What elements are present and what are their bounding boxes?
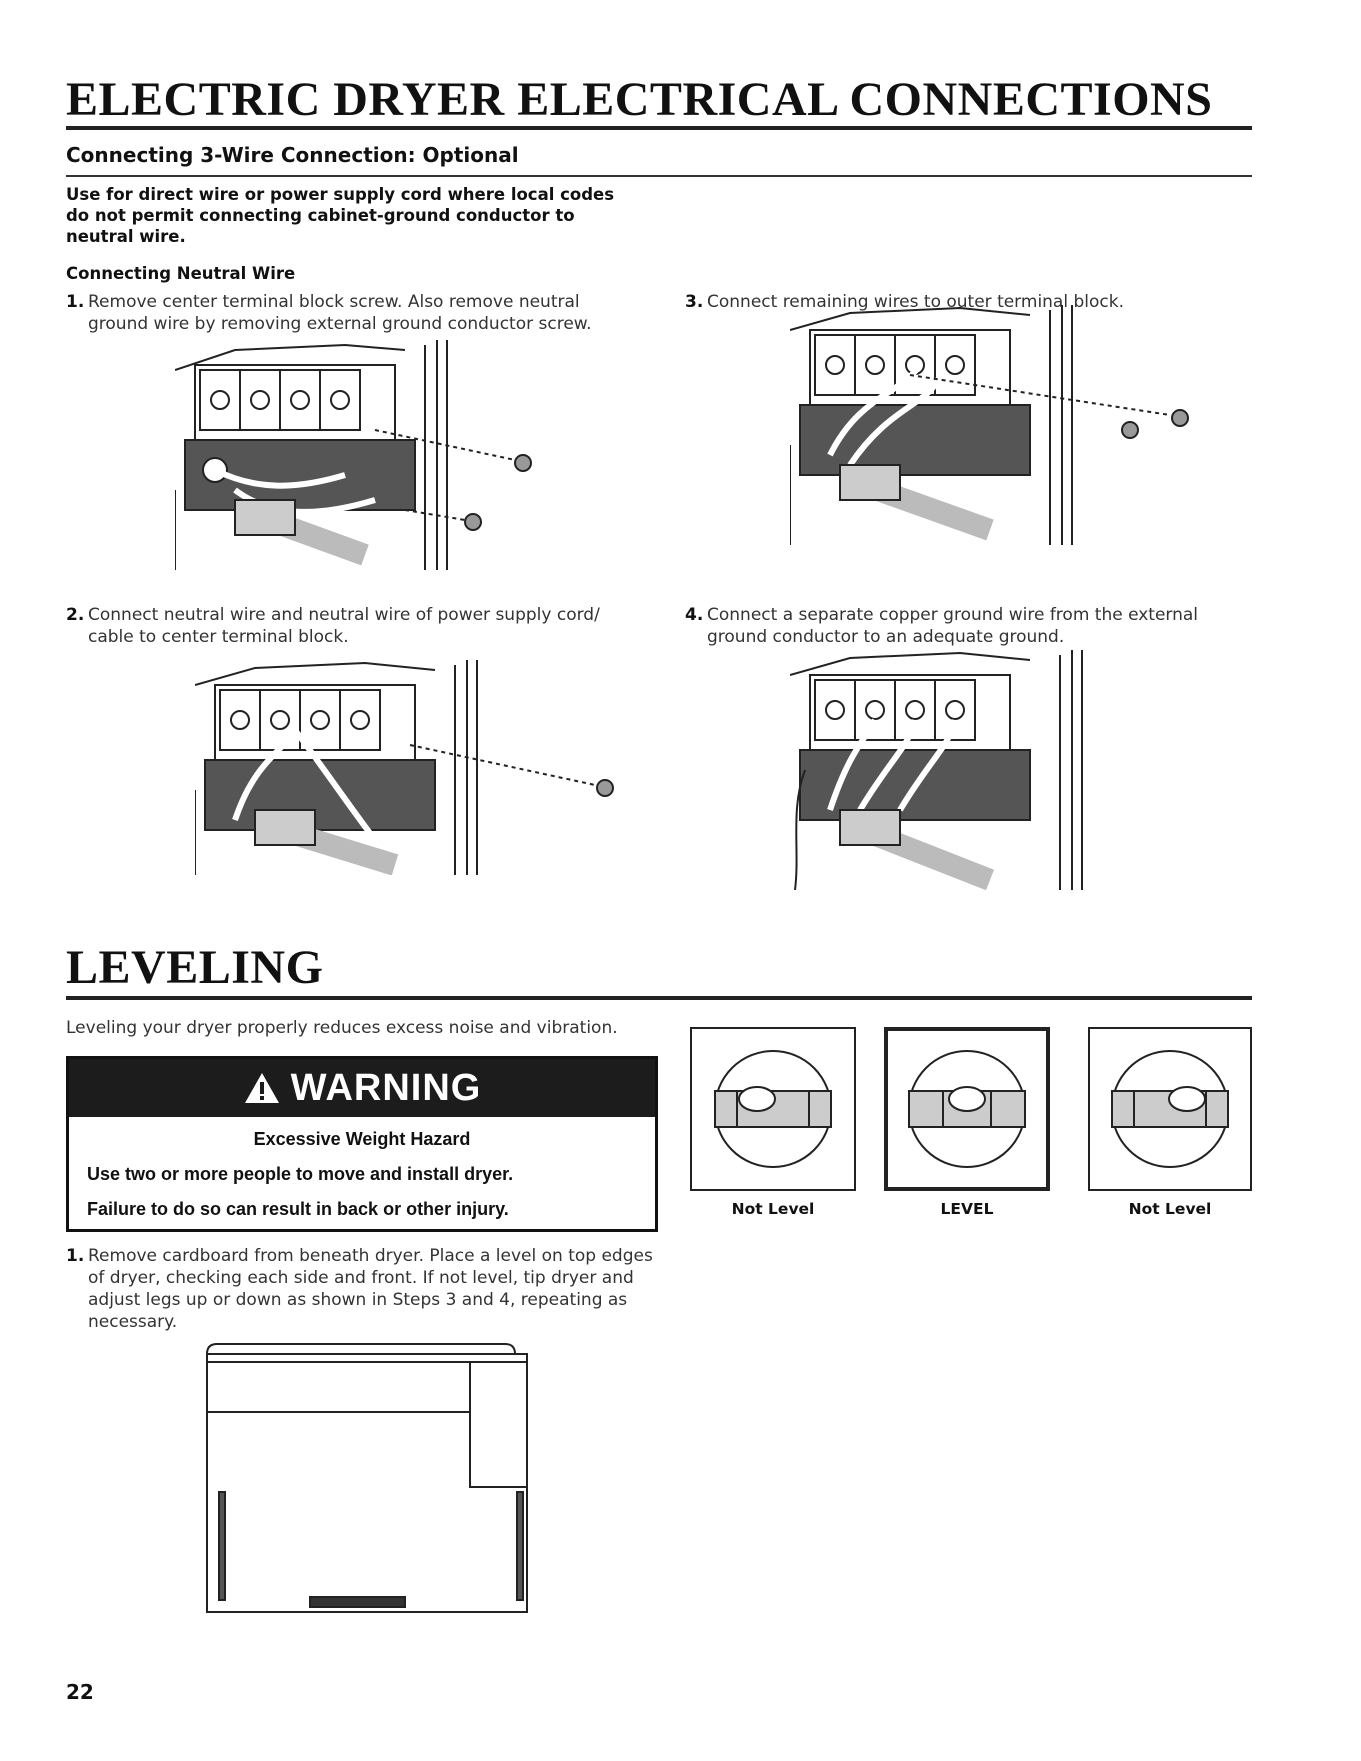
step-number: 1. xyxy=(66,292,85,312)
warning-hazard: Excessive Weight Hazard xyxy=(253,1129,471,1149)
step-number: 1. xyxy=(66,1246,85,1266)
section-title-leveling: LEVELING xyxy=(66,941,324,994)
bubble-level-icon xyxy=(714,1050,832,1168)
level-indicator-not-level-left xyxy=(690,1027,856,1191)
step-4-electrical: 4. Connect a separate copper ground wire… xyxy=(685,604,1250,648)
step-2-electrical: 2. Connect neutral wire and neutral wire… xyxy=(66,604,646,648)
warning-box: WARNING Excessive Weight Hazard Use two … xyxy=(66,1056,658,1232)
leveling-intro: Leveling your dryer properly reduces exc… xyxy=(66,1018,618,1038)
title-rule xyxy=(66,126,1252,130)
warning-triangle-icon xyxy=(244,1073,279,1103)
step-number: 4. xyxy=(685,605,704,625)
bubble-level-icon xyxy=(908,1050,1026,1168)
leveling-rule xyxy=(66,996,1252,1000)
step-text: Remove center terminal block screw. Also… xyxy=(88,292,592,334)
dryer-top-view-illustration xyxy=(206,1343,528,1613)
level-indicator-level xyxy=(884,1027,1050,1191)
level-label-right: Not Level xyxy=(1128,1200,1212,1218)
step-text: Connect remaining wires to outer termina… xyxy=(707,292,1124,312)
step-3-electrical: 3. Connect remaining wires to outer term… xyxy=(685,291,1245,313)
terminal-block-illustration-4 xyxy=(790,650,1083,890)
warning-line-1: Use two or more people to move and insta… xyxy=(87,1164,514,1184)
warning-heading: WARNING xyxy=(290,1066,482,1109)
warning-header: WARNING xyxy=(69,1059,655,1117)
page-number: 22 xyxy=(66,1680,94,1704)
bubble-level-icon xyxy=(1111,1050,1229,1168)
subheading-3-wire: Connecting 3-Wire Connection: Optional xyxy=(66,143,519,167)
level-indicator-not-level-right xyxy=(1088,1027,1252,1191)
step-number: 3. xyxy=(685,292,704,312)
warning-line-2: Failure to do so can result in back or o… xyxy=(87,1199,509,1219)
subheading-rule xyxy=(66,175,1252,177)
level-label-center: LEVEL xyxy=(940,1200,994,1218)
terminal-block-illustration-1 xyxy=(175,340,532,570)
intro-text: Use for direct wire or power supply cord… xyxy=(66,185,615,246)
step-number: 2. xyxy=(66,605,85,625)
terminal-block-illustration-2 xyxy=(195,660,614,875)
step-text: Connect a separate copper ground wire fr… xyxy=(707,605,1199,647)
step-text: Connect neutral wire and neutral wire of… xyxy=(88,605,600,647)
step-1-electrical: 1. Remove center terminal block screw. A… xyxy=(66,291,636,335)
step-1-leveling: 1. Remove cardboard from beneath dryer. … xyxy=(66,1245,656,1333)
minor-heading-neutral: Connecting Neutral Wire xyxy=(66,264,296,283)
level-label-left: Not Level xyxy=(731,1200,815,1218)
section-title-electrical: ELECTRIC DRYER ELECTRICAL CONNECTIONS xyxy=(66,73,1213,126)
terminal-block-illustration-3 xyxy=(790,305,1189,545)
step-text: Remove cardboard from beneath dryer. Pla… xyxy=(88,1246,653,1332)
